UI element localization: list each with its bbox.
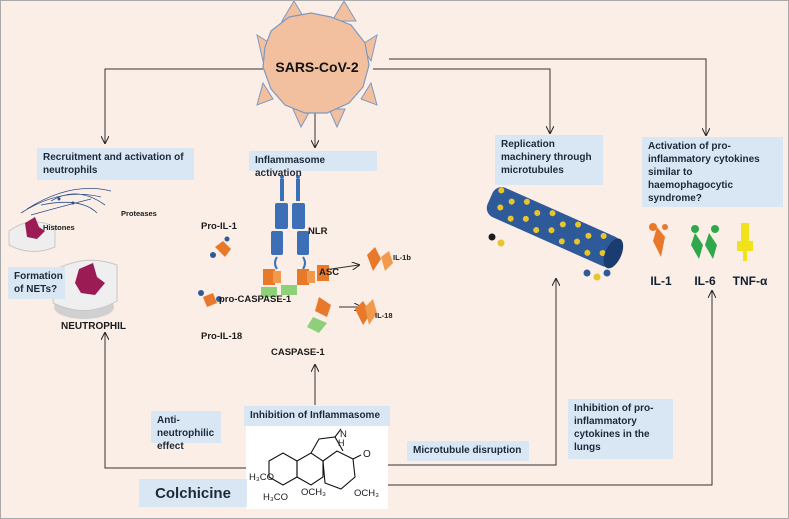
- il-18-label: IL-18: [375, 311, 393, 320]
- nlr-label: NLR: [308, 226, 328, 237]
- neutrophil-cell-icon: [52, 259, 118, 319]
- formation-nets-box: Formation of NETs?: [8, 267, 65, 299]
- h3co-label-2: H₃CO: [263, 492, 288, 503]
- arrow-colchicine-to-neutrophil: [105, 333, 246, 469]
- pro-il-1-icon: [210, 236, 231, 258]
- carbonyl-o-label: O: [363, 449, 371, 460]
- pro-il-18-label: Pro-IL-18: [201, 331, 243, 342]
- asc-caspase-complex-icon: [261, 265, 331, 333]
- arrow-colchicine-to-microtubules: [388, 279, 556, 466]
- inhibition-inflammasome-box: Inhibition of Inflammasome: [244, 406, 390, 426]
- arrow-colchicine-to-cytokines: [388, 291, 712, 486]
- il-18-icon: [355, 299, 377, 325]
- colchicine-label: Colchicine: [139, 479, 247, 507]
- neutrophil-nets-icon: [8, 188, 112, 252]
- il-6-label: IL-6: [694, 274, 716, 288]
- replication-machinery-box: Replication machinery through microtubul…: [495, 135, 603, 185]
- h3co-label-1: H₃CO: [249, 472, 274, 483]
- arrow-virus-to-neutrophils: [105, 68, 263, 143]
- inflammasome-activation-box: Inflammasome activation: [249, 151, 377, 179]
- sars-cov-2-virus-icon: [256, 1, 378, 129]
- och3-label-2: OCH₃: [354, 488, 379, 499]
- microtubule-icon: [486, 187, 624, 281]
- pro-caspase-1-label: pro-CASPASE-1: [219, 294, 292, 305]
- neutrophil-label: NEUTROPHIL: [61, 321, 126, 332]
- connector-arrows: [105, 58, 712, 486]
- il-6-cytokine-icon: [691, 225, 719, 259]
- tnf-alpha-cytokine-icon: [737, 223, 753, 261]
- anti-neutrophilic-box: Anti-neutrophilic effect: [151, 411, 221, 452]
- inhibition-cytokines-box: Inhibition of pro-inflammatory cytokines…: [568, 399, 673, 459]
- cytokine-activation-box: Activation of pro-inflammatory cytokines…: [642, 137, 783, 207]
- histones-label: Histones: [43, 223, 75, 232]
- tnf-alpha-label: TNF-α: [732, 274, 768, 288]
- asc-label: ASC: [319, 267, 340, 278]
- arrow-virus-to-replication: [373, 68, 550, 133]
- amide-h-label: H: [338, 438, 345, 448]
- pro-il-1-label: Pro-IL-1: [201, 221, 237, 232]
- il-1b-label: IL-1b: [393, 253, 411, 262]
- colchicine-structure-icon: [246, 425, 388, 509]
- sars-cov-2-label: SARS-CoV-2: [275, 59, 359, 75]
- il-1b-icon: [367, 247, 393, 271]
- och3-label-1: OCH₃: [301, 487, 326, 498]
- arrow-virus-to-cytokines: [389, 58, 706, 135]
- arrow-asc-to-il1b: [330, 265, 359, 269]
- pro-caspase-1-icon: [198, 290, 222, 307]
- il-1-label: IL-1: [650, 274, 672, 288]
- nlr-receptor-icon: [271, 175, 309, 270]
- caspase-1-label: CASPASE-1: [271, 347, 325, 358]
- amide-n-label: N: [340, 429, 347, 440]
- il-1-cytokine-icon: [649, 223, 668, 257]
- recruitment-neutrophils-box: Recruitment and activation of neutrophil…: [37, 148, 194, 180]
- microtubule-disruption-box: Microtubule disruption: [407, 441, 529, 461]
- proteases-label: Proteases: [121, 209, 157, 218]
